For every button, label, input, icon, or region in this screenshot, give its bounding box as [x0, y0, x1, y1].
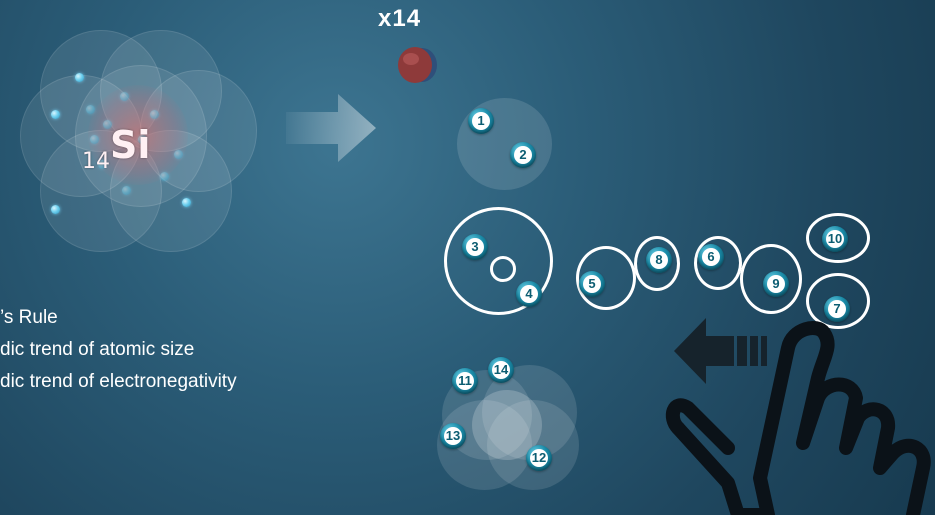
nucleus [88, 85, 188, 185]
electron-6[interactable]: 6 [698, 244, 724, 270]
electron-label: 6 [702, 248, 720, 266]
silicon-atom-model: 14Si [0, 10, 270, 290]
electron [98, 160, 107, 169]
electron [138, 135, 147, 144]
electron-4[interactable]: 4 [516, 281, 542, 307]
electron-label: 3 [466, 238, 484, 256]
electron-2[interactable]: 2 [510, 142, 536, 168]
electron-label: 10 [825, 230, 845, 248]
arrow-left-icon [674, 318, 767, 384]
topic-item: dic trend of electronegativity [0, 371, 237, 392]
electron-5[interactable]: 5 [579, 271, 605, 297]
electron-label: 13 [443, 427, 463, 445]
orbital-inner-ring [490, 256, 516, 282]
electron-13[interactable]: 13 [440, 423, 466, 449]
electron-10[interactable]: 10 [822, 226, 848, 252]
orbital-2s-ring [444, 207, 553, 315]
orbital-ring [806, 213, 870, 263]
electron [90, 135, 99, 144]
orbital-ring [740, 244, 802, 314]
electron-label: 5 [583, 275, 601, 293]
electron-12[interactable]: 12 [526, 445, 552, 471]
electron [103, 120, 112, 129]
electron-label: 12 [529, 449, 549, 467]
topic-item: dic trend of atomic size [0, 339, 195, 360]
electron-label: 11 [456, 372, 474, 390]
electron [51, 205, 60, 214]
orbital-ring [694, 236, 742, 290]
electron [86, 105, 95, 114]
electron [51, 110, 60, 119]
electron [75, 73, 84, 82]
electron-3[interactable]: 3 [462, 234, 488, 260]
electron [160, 172, 169, 181]
electron-label: 1 [472, 112, 490, 130]
proton-ball[interactable] [396, 46, 438, 84]
orbital-ring [576, 246, 636, 310]
electron [122, 186, 131, 195]
orbital-ring [634, 236, 680, 291]
atomic-number: 14 [82, 149, 110, 174]
electron-1[interactable]: 1 [468, 108, 494, 134]
electron-14[interactable]: 14 [488, 357, 514, 383]
electron [182, 198, 191, 207]
electron-9[interactable]: 9 [763, 271, 789, 297]
orbital-ring [806, 273, 870, 329]
element-symbol-text: Si [110, 123, 151, 167]
topic-list: ’s Rule dic trend of atomic size dic tre… [0, 302, 237, 398]
electron-8[interactable]: 8 [646, 247, 672, 273]
arrow-right-icon [286, 94, 376, 162]
electron [150, 110, 159, 119]
electron [120, 92, 129, 101]
topic-item: ’s Rule [0, 307, 58, 328]
electron [174, 150, 183, 159]
electron-count-multiplier: x14 [378, 5, 422, 32]
electron-label: 8 [650, 251, 668, 269]
electron-label: 9 [767, 275, 785, 293]
electron-label: 7 [828, 300, 846, 318]
hand-pointer-icon [665, 321, 931, 515]
element-symbol: 14Si [82, 123, 150, 174]
electron-label: 14 [491, 361, 511, 379]
electron-label: 4 [520, 285, 538, 303]
electron-label: 2 [514, 146, 532, 164]
electron-11[interactable]: 11 [452, 368, 478, 394]
electron-7[interactable]: 7 [824, 296, 850, 322]
